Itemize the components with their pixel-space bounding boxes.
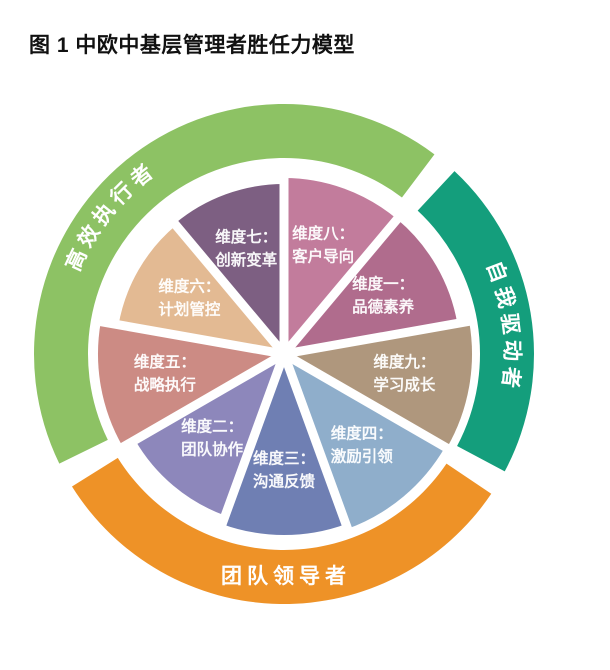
pie-slice-subtitle-dim-7: 创新变革 <box>214 250 278 269</box>
ring-label-team-leader: 团队领导者 <box>221 564 351 588</box>
pie-slice-title-dim-4: 维度四： <box>331 424 393 443</box>
pie-slice-dim-4 <box>284 354 446 529</box>
slice-divider <box>281 350 454 455</box>
pie-slice-dim-2 <box>135 354 284 516</box>
figure-title: 图 1 中欧中基层管理者胜任力模型 <box>29 34 355 57</box>
pie-slice-title-dim-1: 维度一： <box>352 274 414 293</box>
pie-slice-title-dim-8: 维度八： <box>292 223 354 242</box>
slice-divider <box>116 350 287 454</box>
pie-slice-subtitle-dim-6: 计划管控 <box>158 299 221 318</box>
pie-slice-subtitle-dim-8: 客户导向 <box>292 246 354 265</box>
pie-slice-title-dim-3: 维度三： <box>253 449 315 468</box>
ring-arc-efficient-executor <box>33 103 435 464</box>
slice-divider <box>280 212 404 357</box>
pie-slice-title-dim-6: 维度六： <box>158 276 220 295</box>
pie-slice-subtitle-dim-2: 团队协作 <box>181 440 244 459</box>
pie-slice-title-dim-9: 维度九： <box>373 352 435 371</box>
slice-divider <box>279 352 354 536</box>
pie-slice-subtitle-dim-9: 学习成长 <box>373 375 436 394</box>
pie-slice-subtitle-dim-4: 激励引领 <box>331 447 394 466</box>
slice-divider <box>168 217 288 357</box>
pie-slice-dim-3 <box>222 354 346 535</box>
pie-slice-title-dim-7: 维度七： <box>215 227 277 246</box>
slice-divider <box>95 316 285 359</box>
pie-slice-title-dim-5: 维度五： <box>134 352 196 371</box>
pie-slice-dim-5 <box>97 321 284 447</box>
pie-slice-dim-6 <box>118 225 284 354</box>
pie-slice-title-dim-2: 维度二： <box>181 417 243 436</box>
pie-slice-dim-9 <box>284 321 472 448</box>
pie-slice-dim-7 <box>174 184 284 354</box>
pie-slice-dim-8 <box>284 178 398 354</box>
slice-divider <box>283 316 475 359</box>
ring-arc-self-driven <box>417 171 535 472</box>
pie-slice-subtitle-dim-1: 品德素养 <box>352 297 415 316</box>
ring-arc-team-leader <box>71 457 492 604</box>
pie-slice-dim-1 <box>284 219 458 354</box>
pie-slice-subtitle-dim-5: 战略执行 <box>134 375 197 394</box>
pie-slice-subtitle-dim-3: 沟通反馈 <box>253 472 316 491</box>
slice-divider <box>216 352 289 531</box>
